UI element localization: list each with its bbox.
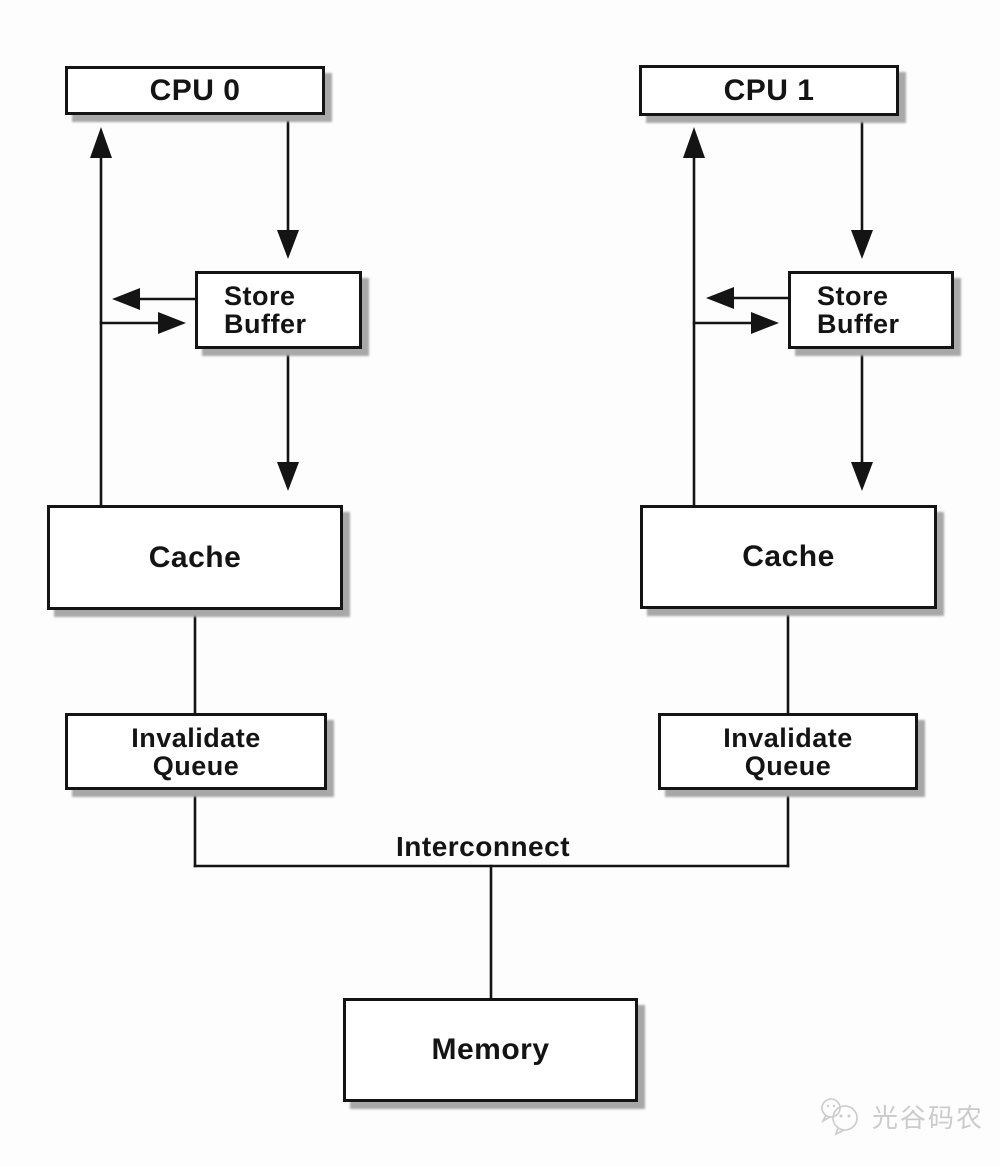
arrowhead-down-cpu0-to-sb0 <box>277 230 299 259</box>
node-cpu0-label: CPU 0 <box>149 73 241 107</box>
watermark: 光谷码农 <box>818 1096 984 1136</box>
node-store-buffer-0: Store Buffer <box>195 271 362 349</box>
arrowhead-down-cpu1-to-sb1 <box>851 230 873 259</box>
node-invalidate-queue-0-line2: Queue <box>152 750 240 781</box>
node-cache0: Cache <box>47 505 343 610</box>
node-cpu0: CPU 0 <box>65 66 325 115</box>
arrowhead-right-bus-to-sb1 <box>751 312 779 334</box>
watermark-text: 光谷码农 <box>872 1102 985 1133</box>
node-invalidate-queue-1: Invalidate Queue <box>658 713 918 790</box>
node-invalidate-queue-1-line1: Invalidate <box>723 722 853 753</box>
node-memory: Memory <box>343 998 638 1102</box>
node-cpu1: CPU 1 <box>639 65 899 116</box>
node-store-buffer-1-line2: Buffer <box>817 309 900 339</box>
node-invalidate-queue-1-line2: Queue <box>744 750 832 781</box>
node-store-buffer-0-line2: Buffer <box>224 309 307 339</box>
node-store-buffer-0-line1: Store <box>224 281 296 311</box>
arrowhead-up-cache0-to-cpu0 <box>90 127 112 158</box>
arrowhead-left-sb0-to-bus <box>112 288 140 310</box>
node-invalidate-queue-0: Invalidate Queue <box>65 713 327 790</box>
node-store-buffer-1-line1: Store <box>817 281 889 311</box>
node-invalidate-queue-0-line1: Invalidate <box>131 722 261 753</box>
arrowhead-down-sb0-to-cache0 <box>277 462 299 491</box>
wechat-icon <box>821 1098 858 1136</box>
node-cache1-label: Cache <box>742 540 835 573</box>
node-memory-label: Memory <box>431 1033 550 1066</box>
node-cpu1-label: CPU 1 <box>723 73 815 107</box>
node-cache0-label: Cache <box>148 540 242 574</box>
node-store-buffer-1: Store Buffer <box>788 271 954 349</box>
arrowhead-up-cache1-to-cpu1 <box>683 127 705 158</box>
node-cache1: Cache <box>640 505 937 609</box>
arrowhead-right-bus-to-sb0 <box>158 312 186 334</box>
interconnect-label: Interconnect <box>395 831 571 862</box>
arrowhead-left-sb1-to-bus <box>706 287 734 309</box>
arrowhead-down-sb1-to-cache1 <box>851 462 873 491</box>
